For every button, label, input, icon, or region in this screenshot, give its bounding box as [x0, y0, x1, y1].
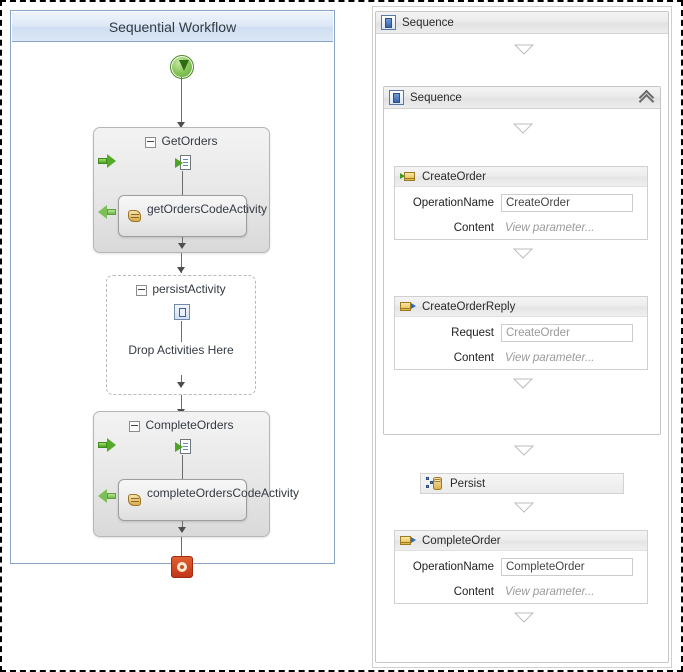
drop-triangle-icon[interactable] [513, 248, 533, 259]
outer-sequence[interactable]: Sequence Sequence [375, 11, 669, 663]
connector-line [181, 321, 182, 342]
activity-createorderreply[interactable]: CreateOrderReply Request CreateOrder Con… [394, 296, 648, 370]
inner-sequence[interactable]: Sequence CreateOrder OperationNam [383, 86, 661, 435]
activity-getorders[interactable]: GetOrders getOrdersCodeActiv [93, 127, 270, 253]
expander-icon[interactable] [129, 420, 141, 432]
drop-triangle-icon[interactable] [513, 378, 533, 389]
stop-icon[interactable] [171, 556, 193, 578]
send-message-icon [400, 301, 416, 313]
activity-createorderreply-title: CreateOrderReply [422, 300, 516, 313]
expander-icon[interactable] [136, 284, 148, 296]
receive-message-icon [400, 171, 416, 183]
chevron-double-up-icon[interactable] [638, 90, 654, 106]
inner-sequence-header[interactable]: Sequence [384, 87, 660, 109]
workflow-canvas[interactable]: GetOrders getOrdersCodeActiv [12, 43, 333, 578]
field-content-value[interactable]: View parameter... [505, 586, 595, 598]
field-operationname: OperationName CreateOrder [395, 192, 647, 214]
outbound-arrow-icon [98, 205, 116, 219]
connector-arrow [177, 267, 185, 273]
drop-triangle-icon[interactable] [514, 44, 534, 55]
field-request-input[interactable]: CreateOrder [501, 324, 633, 342]
code-activity-icon [127, 493, 143, 508]
drop-triangle-icon[interactable] [514, 502, 534, 513]
field-content-label: Content [453, 222, 494, 234]
field-operationname-label: OperationName [412, 197, 494, 209]
field-request: Request CreateOrder [395, 322, 647, 344]
field-content-value[interactable]: View parameter... [505, 352, 595, 364]
sequential-workflow-panel[interactable]: Sequential Workflow GetOrders [10, 10, 335, 578]
connector-arrow [177, 122, 185, 128]
activity-completeorderscodeactivity-label: completeOrdersCodeActivity [147, 486, 300, 500]
connector-arrow [177, 382, 185, 388]
activity-persist[interactable]: Persist [420, 473, 624, 494]
outer-sequence-header[interactable]: Sequence [376, 12, 668, 34]
expander-icon[interactable] [145, 136, 157, 148]
field-content-value[interactable]: View parameter... [505, 222, 595, 234]
connector-line [181, 253, 182, 273]
activity-createorder-title: CreateOrder [422, 170, 486, 183]
activity-completeorderscodeactivity[interactable]: completeOrdersCodeActivity [118, 479, 300, 521]
activity-createorder-header[interactable]: CreateOrder [395, 167, 647, 187]
activity-createorderreply-header[interactable]: CreateOrderReply [395, 297, 647, 317]
field-operationname-label: OperationName [412, 561, 494, 573]
activity-completeorder[interactable]: CompleteOrder OperationName CompleteOrde… [394, 530, 648, 604]
activity-completeorders[interactable]: CompleteOrders completeOrder [93, 411, 300, 537]
outer-sequence-title: Sequence [402, 16, 454, 29]
wf4-designer-panel[interactable]: Sequence Sequence [372, 6, 672, 668]
field-operationname: OperationName CompleteOrder [395, 556, 647, 578]
field-content-label: Content [453, 352, 494, 364]
connector-arrow [178, 527, 186, 533]
persist-activity-icon [174, 304, 190, 320]
field-request-label: Request [451, 327, 494, 339]
connector-line [181, 375, 182, 387]
activity-completeorder-title: CompleteOrder [422, 534, 501, 547]
activity-persist-title: Persist [450, 477, 486, 490]
activity-persistactivity-header: persistActivity [107, 282, 255, 296]
activity-getorders-header: GetOrders [94, 134, 269, 148]
connector-line [182, 521, 183, 531]
sequence-icon [381, 15, 396, 30]
drop-triangle-icon[interactable] [514, 445, 534, 456]
activity-persistactivity-title: persistActivity [152, 282, 226, 296]
sequence-icon [389, 90, 404, 105]
activity-getorderscodeactivity-label: getOrdersCodeActivity [147, 202, 268, 216]
inner-sequence-title: Sequence [410, 91, 462, 104]
field-operationname-input[interactable]: CreateOrder [501, 194, 633, 212]
connector-line [181, 77, 182, 126]
connector-line [182, 171, 183, 197]
connector-line [181, 537, 182, 556]
send-message-icon [400, 535, 416, 547]
persist-icon [426, 476, 443, 491]
connector-line [182, 237, 183, 247]
connector-line [181, 395, 182, 415]
field-content: Content View parameter... [395, 581, 647, 603]
field-content: Content View parameter... [395, 217, 647, 239]
inbound-arrow-icon [98, 438, 116, 452]
field-operationname-input[interactable]: CompleteOrder [501, 558, 633, 576]
connector-arrow [178, 243, 186, 249]
drop-triangle-icon[interactable] [514, 612, 534, 623]
start-arrow-icon[interactable] [170, 55, 194, 79]
workflow-title: Sequential Workflow [12, 12, 333, 42]
receive-activity-icon [175, 439, 191, 454]
activity-getorders-title: GetOrders [161, 134, 218, 148]
field-content-label: Content [453, 586, 494, 598]
receive-activity-icon [175, 155, 191, 170]
activity-getorderscodeactivity[interactable]: getOrdersCodeActivity [118, 195, 268, 237]
activity-completeorders-title: CompleteOrders [145, 418, 234, 432]
activity-completeorder-header[interactable]: CompleteOrder [395, 531, 647, 551]
activity-persistactivity[interactable]: persistActivity Drop Activities Here [106, 275, 256, 395]
drop-activities-placeholder: Drop Activities Here [128, 343, 234, 357]
inbound-arrow-icon [98, 154, 116, 168]
activity-createorder[interactable]: CreateOrder OperationName CreateOrder Co… [394, 166, 648, 240]
outbound-arrow-icon [98, 489, 116, 503]
code-activity-icon [127, 209, 143, 224]
connector-line [182, 455, 183, 481]
activity-completeorders-header: CompleteOrders [94, 418, 269, 432]
drop-triangle-icon[interactable] [513, 123, 533, 134]
field-content: Content View parameter... [395, 347, 647, 369]
